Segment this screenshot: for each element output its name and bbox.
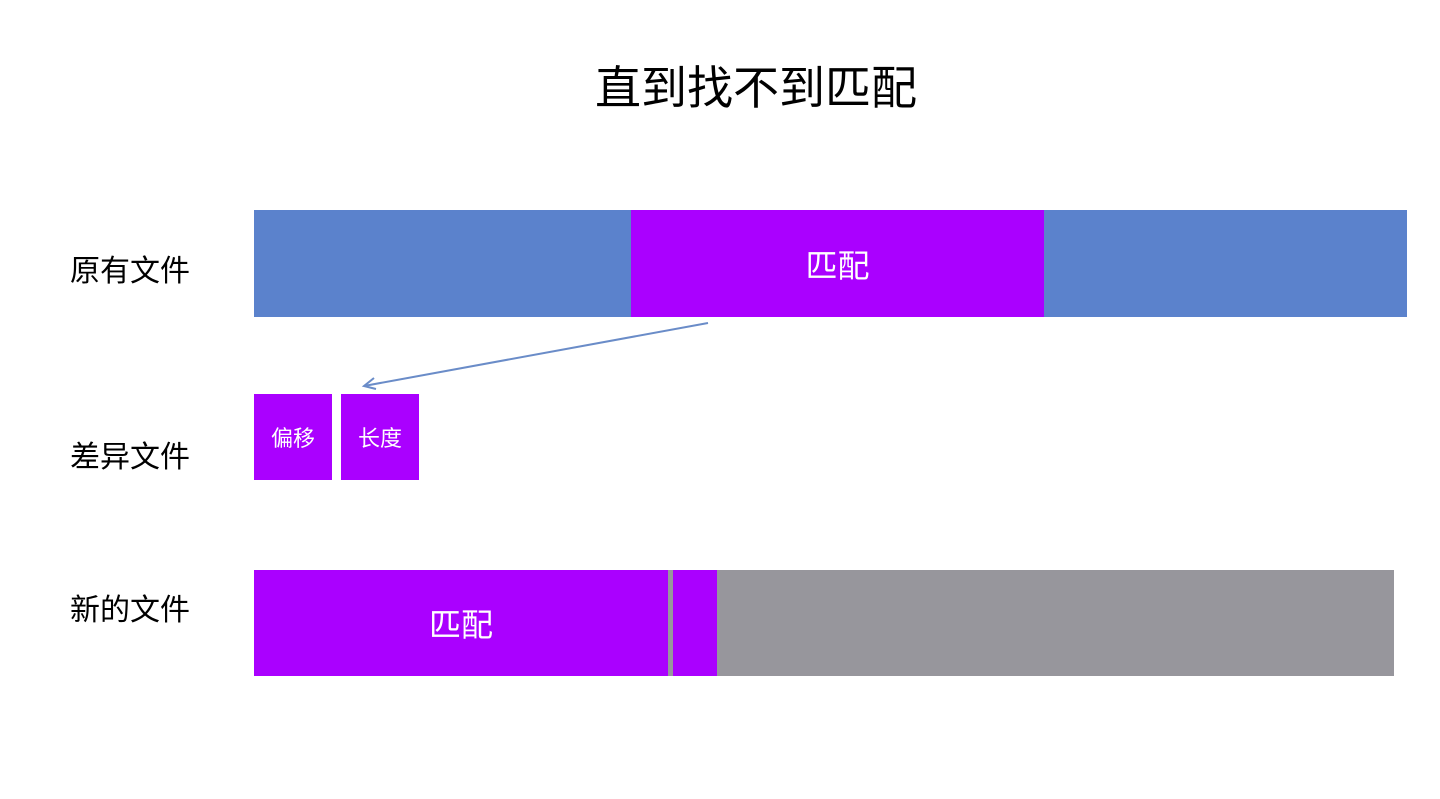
new-file-small-match-block: [673, 570, 717, 676]
diff-length-label: 长度: [357, 427, 402, 452]
new-file-separator: [668, 570, 673, 676]
original-file-match-label: 匹配: [805, 246, 870, 285]
slide-title: 直到找不到匹配: [595, 61, 917, 115]
new-file-match-label: 匹配: [428, 606, 493, 644]
original-file-bar-right: [1044, 210, 1407, 317]
new-file-match-block: 匹配: [254, 570, 668, 676]
diff-length-block: 长度: [341, 394, 419, 480]
diff-file-label: 差异文件: [70, 440, 190, 475]
new-file-remaining-block: [717, 570, 1394, 676]
diff-offset-block: 偏移: [254, 394, 332, 480]
diff-offset-label: 偏移: [270, 427, 315, 452]
original-file-label: 原有文件: [70, 254, 190, 289]
original-file-bar-left: [254, 210, 631, 317]
original-file-match-block: 匹配: [631, 210, 1044, 317]
new-file-label: 新的文件: [70, 593, 190, 628]
